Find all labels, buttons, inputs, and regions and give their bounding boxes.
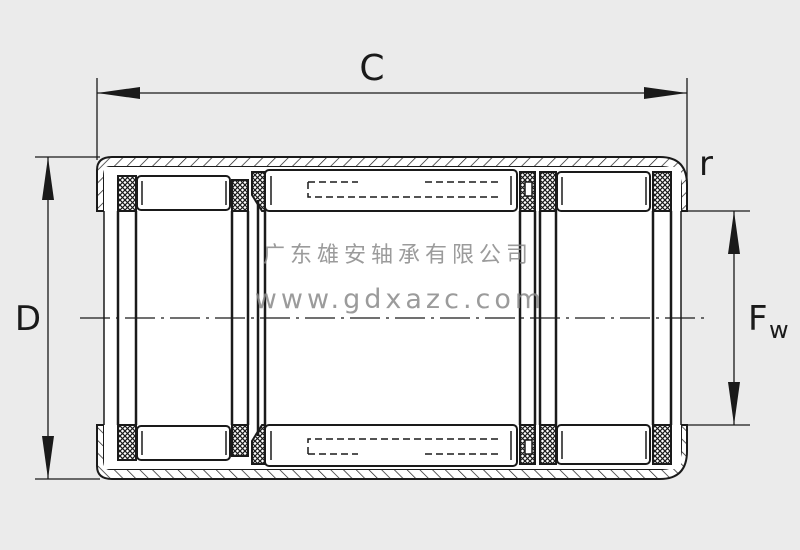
watermark-website: www.gdxazc.com — [255, 284, 545, 315]
label-c: C — [359, 48, 384, 89]
label-d: D — [15, 299, 41, 339]
dimension-c — [96, 78, 688, 185]
label-r: r — [699, 144, 713, 184]
dimension-fw — [681, 210, 750, 426]
watermark-company: 广东雄安轴承有限公司 — [263, 243, 533, 268]
dimension-d — [35, 156, 100, 480]
label-w-subscript: w — [769, 316, 789, 344]
label-f: F — [748, 299, 768, 339]
bearing-bottom-section — [95, 316, 689, 481]
